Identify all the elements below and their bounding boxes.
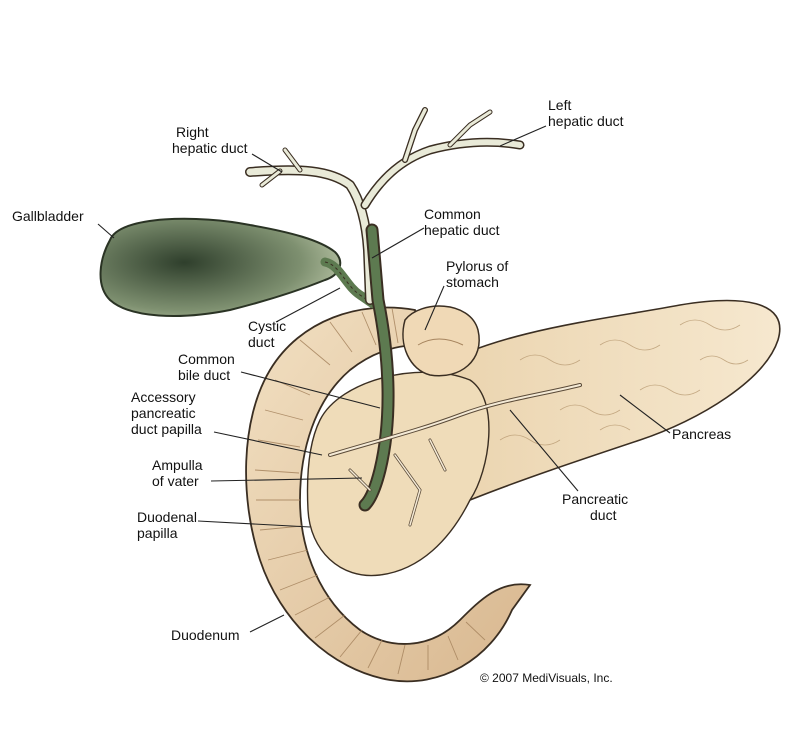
- label-line: duct: [590, 507, 617, 523]
- label-pylorus-of-stomach: Pylorus of stomach: [446, 258, 508, 290]
- pylorus: [402, 305, 480, 377]
- leader-duodenal-papilla: [197, 520, 311, 528]
- label-line: Pancreas: [672, 426, 732, 442]
- leader-gallbladder: [97, 223, 115, 239]
- leader-right-hepatic: [251, 153, 283, 173]
- leader-pylorus: [424, 285, 445, 331]
- label-left-hepatic-duct: Left hepatic duct: [548, 97, 624, 129]
- label-line: Pancreatic: [562, 491, 629, 507]
- pancreatic-duct: [328, 383, 582, 527]
- leader-accessory: [213, 431, 323, 456]
- gallbladder: [99, 217, 342, 317]
- leader-pancreatic-duct: [509, 409, 579, 492]
- label-line: bile duct: [178, 367, 231, 383]
- label-line: Ampulla: [152, 457, 203, 473]
- label-line: pancreatic: [131, 405, 196, 421]
- leader-lines: [97, 125, 671, 633]
- duodenal-folds: [254, 307, 486, 675]
- label-common-bile-duct: Common bile duct: [178, 351, 235, 383]
- pancreas-lobule-texture: [499, 319, 749, 446]
- label-cystic-duct: Cystic duct: [248, 318, 286, 350]
- leader-pancreas: [619, 394, 671, 434]
- label-pancreatic-duct: Pancreatic duct: [562, 491, 628, 523]
- leader-duodenum: [249, 614, 285, 633]
- copyright-notice: © 2007 MediVisuals, Inc.: [480, 671, 613, 685]
- label-ampulla-of-vater: Ampulla of vater: [152, 457, 203, 489]
- label-line: Duodenal: [137, 509, 197, 525]
- label-right-hepatic-duct: Right hepatic duct: [150, 124, 262, 156]
- leader-ampulla: [210, 477, 363, 482]
- label-line: Accessory: [131, 389, 196, 405]
- label-line: Common: [178, 351, 235, 367]
- leader-common-bile: [240, 371, 381, 409]
- label-line: papilla: [137, 525, 178, 541]
- leader-left-hepatic: [499, 125, 547, 147]
- label-line: Pylorus of: [446, 258, 509, 274]
- label-duodenum: Duodenum: [171, 627, 240, 643]
- label-line: duct: [248, 334, 275, 350]
- label-line: duct papilla: [131, 421, 202, 437]
- label-line: Gallbladder: [12, 208, 84, 224]
- label-gallbladder: Gallbladder: [12, 208, 84, 224]
- label-accessory-pancreatic-duct-papilla: Accessory pancreatic duct papilla: [131, 389, 202, 437]
- leader-cystic: [275, 287, 341, 323]
- label-common-hepatic-duct: Common hepatic duct: [424, 206, 500, 238]
- label-line: Left: [548, 97, 572, 113]
- label-line: of vater: [152, 473, 199, 489]
- label-line: stomach: [446, 274, 499, 290]
- leader-common-hepatic: [371, 227, 425, 259]
- pancreas-head: [306, 371, 490, 577]
- label-line: hepatic duct: [172, 140, 248, 156]
- duodenum: [245, 306, 532, 683]
- label-line: Cystic: [248, 318, 287, 334]
- label-line: Right: [176, 124, 209, 140]
- label-line: hepatic duct: [548, 113, 624, 129]
- label-pancreas: Pancreas: [672, 426, 731, 442]
- label-duodenal-papilla: Duodenal papilla: [137, 509, 197, 541]
- label-line: Common: [424, 206, 481, 222]
- label-line: hepatic duct: [424, 222, 500, 238]
- label-line: Duodenum: [171, 627, 240, 643]
